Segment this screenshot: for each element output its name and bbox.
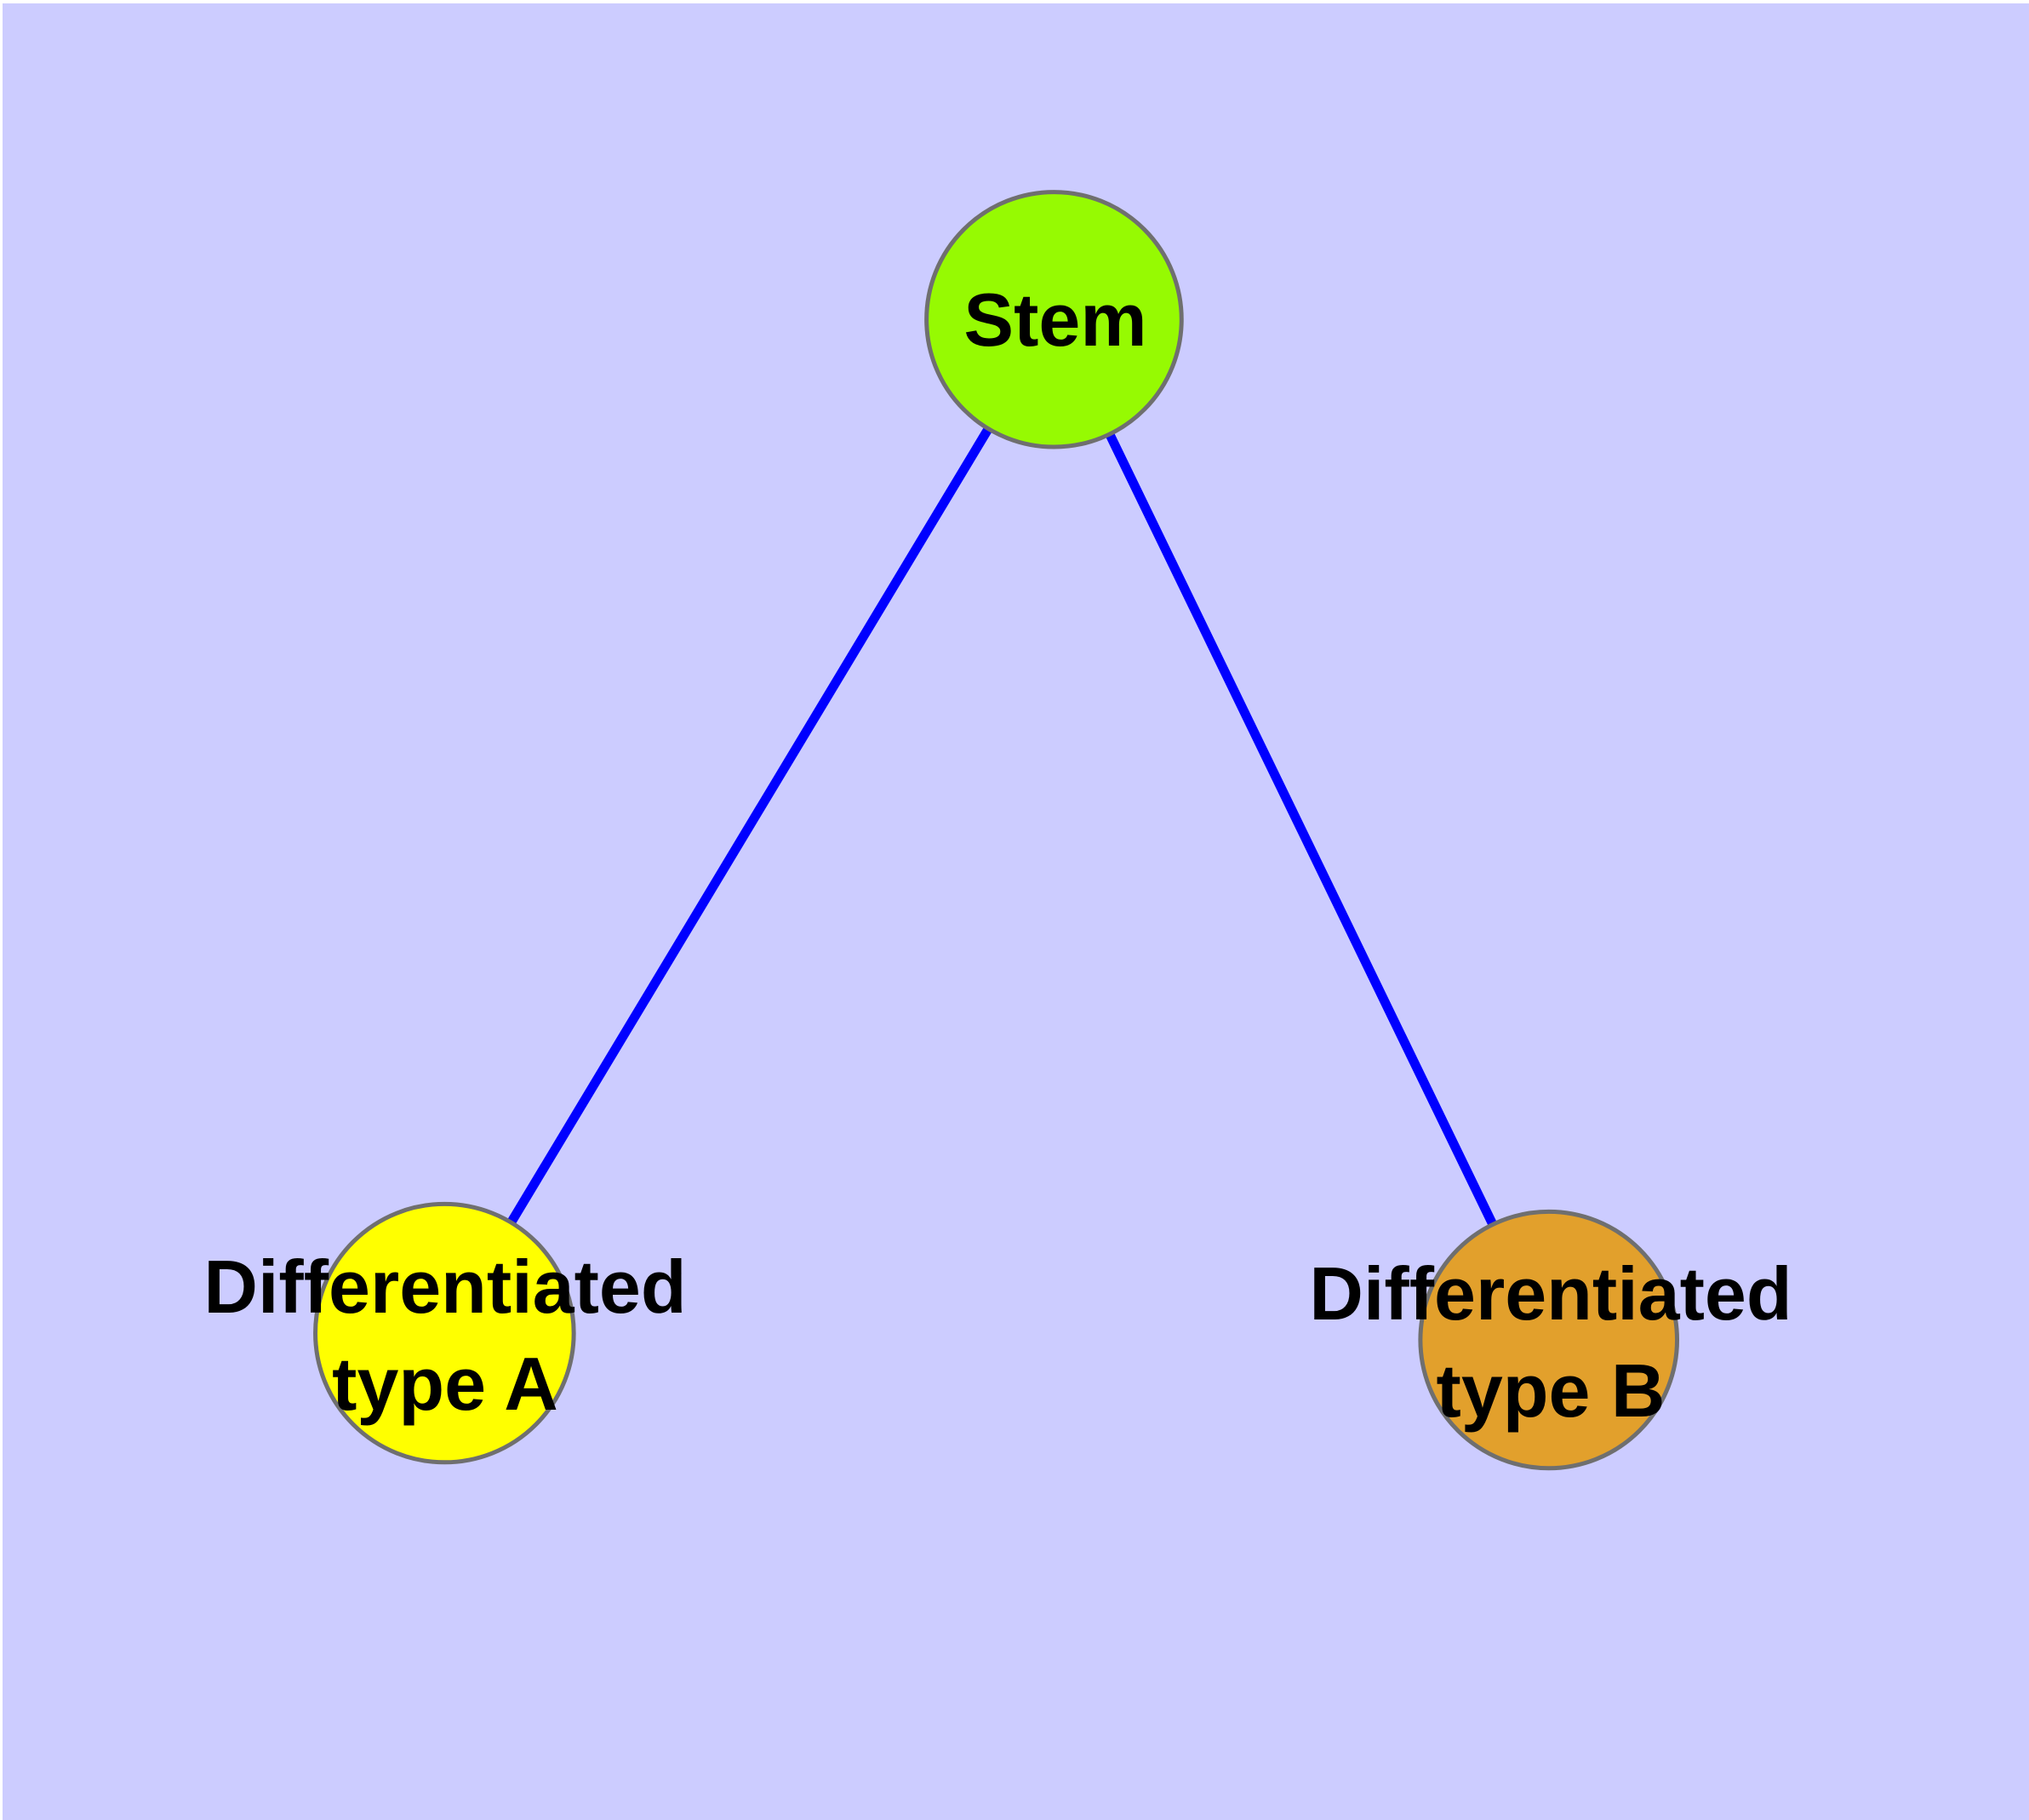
graph-edge-stem-type-a (440, 317, 1059, 1336)
graph-node-type-a (313, 1201, 576, 1465)
graph-svg (313, 190, 1680, 1471)
type-b-label-line-1: Differentiated (1309, 1251, 1792, 1336)
type-b-label-line-2: type B (1436, 1348, 1666, 1433)
graph-edge-stem-type-b (1049, 317, 1553, 1342)
type-a-label-line-2: type A (332, 1342, 558, 1426)
node-label-differentiated-type-b: Differentiated type B (1309, 1245, 1792, 1439)
node-label-differentiated-type-a: Differentiated type A (203, 1239, 686, 1433)
stem-label-text: Stem (963, 278, 1147, 362)
node-label-stem: Stem (963, 272, 1146, 369)
graph-node-stem (924, 190, 1184, 449)
type-a-label-line-1: Differentiated (203, 1245, 687, 1329)
graph-node-type-b (1418, 1209, 1680, 1471)
